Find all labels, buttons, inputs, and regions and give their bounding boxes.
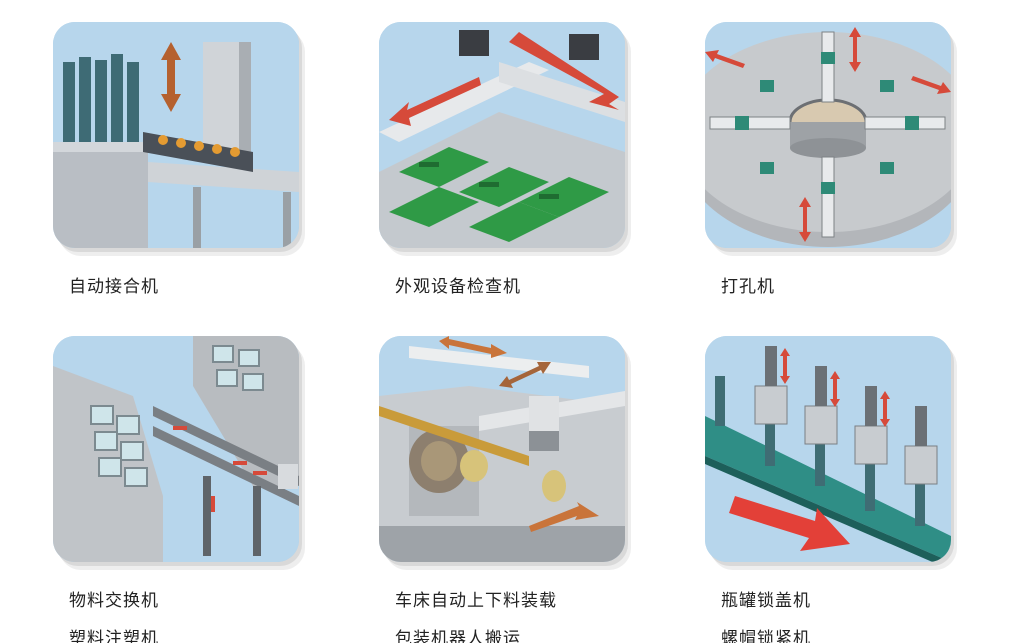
product-label[interactable]: 打孔机 [721, 277, 775, 297]
product-card-capping-machine[interactable]: 瓶罐锁盖机 [705, 336, 955, 611]
inspection-machine-image[interactable] [379, 22, 625, 248]
product-label[interactable]: 自动接合机 [69, 277, 159, 297]
capping-machine-image[interactable] [705, 336, 951, 562]
partial-label-2: 包装机器人搬运 [395, 628, 521, 643]
product-label[interactable]: 外观设备检查机 [395, 277, 521, 297]
material-exchanger-image[interactable] [53, 336, 299, 562]
product-label[interactable]: 瓶罐锁盖机 [721, 591, 811, 611]
lathe-loader-image[interactable] [379, 336, 625, 562]
product-card-punching-machine[interactable]: 打孔机 [705, 22, 955, 297]
bonding-machine-image[interactable] [53, 22, 299, 248]
product-label[interactable]: 车床自动上下料装载 [395, 591, 557, 611]
partial-label-text[interactable]: 螺帽锁紧机 [721, 629, 811, 643]
partial-label-1: 塑料注塑机 [69, 628, 159, 643]
product-card-material-exchanger[interactable]: 物料交换机 [53, 336, 303, 611]
product-card-lathe-loader[interactable]: 车床自动上下料装载 [379, 336, 629, 611]
product-label[interactable]: 物料交换机 [69, 591, 159, 611]
partial-label-text[interactable]: 塑料注塑机 [69, 629, 159, 643]
product-card-inspection-machine[interactable]: 外观设备检查机 [379, 22, 629, 297]
partial-label-text[interactable]: 包装机器人搬运 [395, 629, 521, 643]
punching-machine-image[interactable] [705, 22, 951, 248]
product-card-bonding-machine[interactable]: 自动接合机 [53, 22, 303, 297]
partial-label-3: 螺帽锁紧机 [721, 628, 811, 643]
